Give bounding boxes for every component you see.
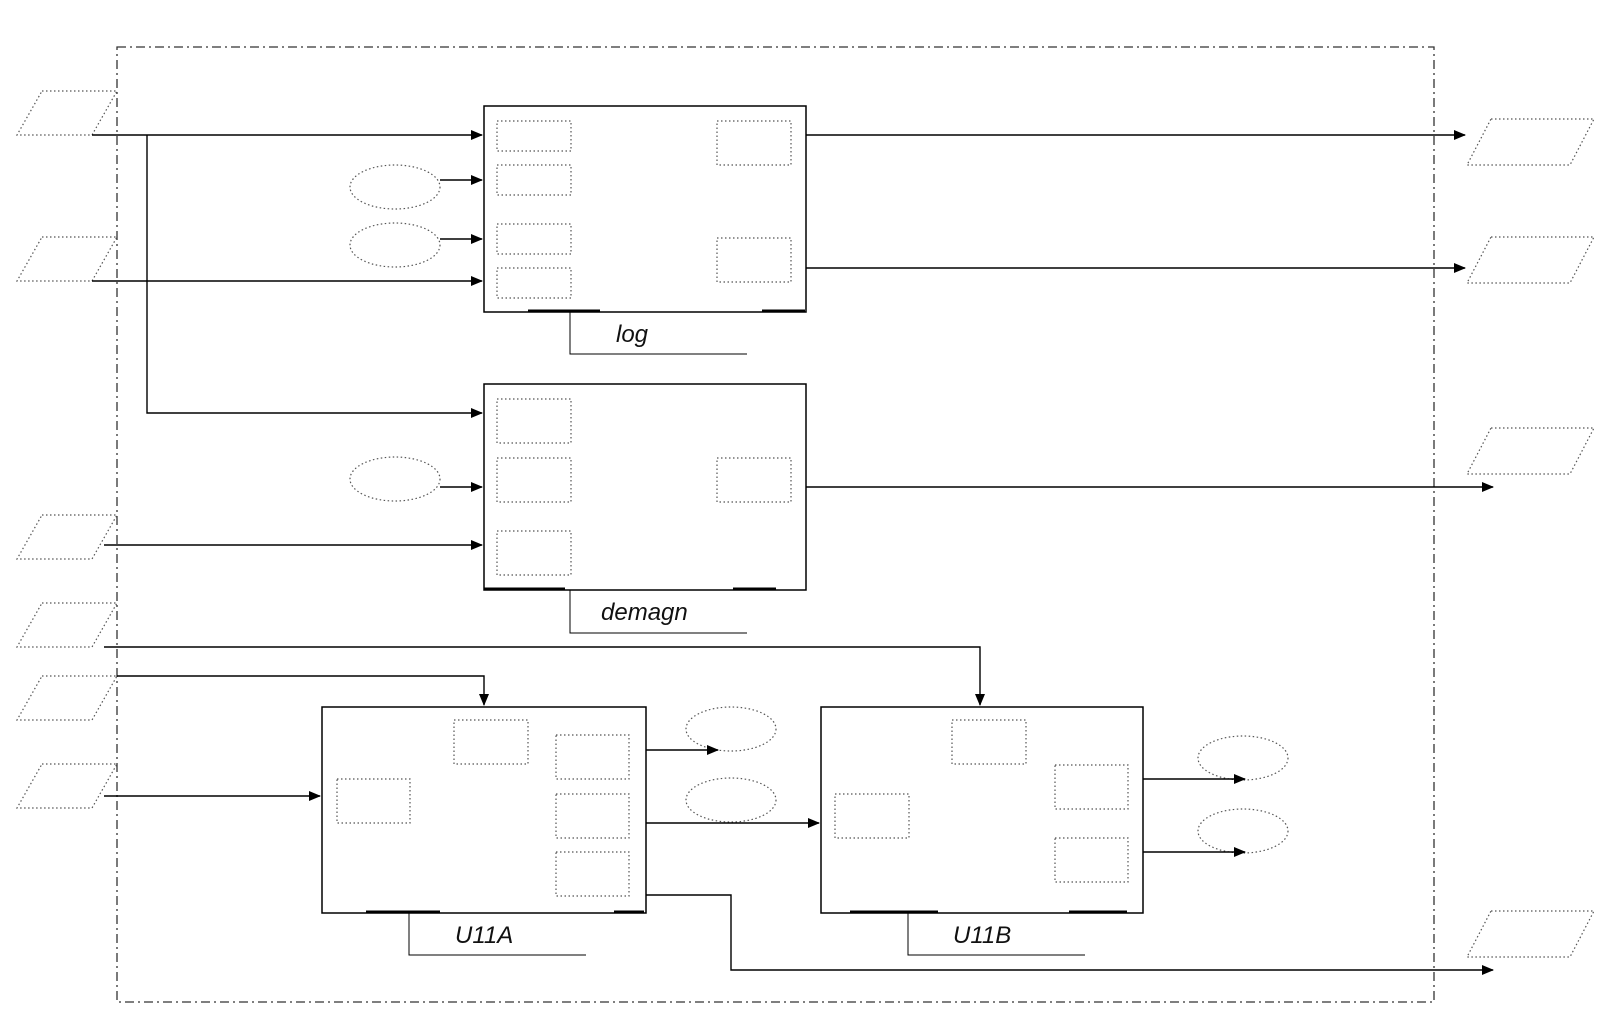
block-u11a-body xyxy=(321,706,647,914)
block-demagn: demagn xyxy=(349,383,807,634)
block-u11b-top-pin xyxy=(951,719,1027,765)
input-port-4 xyxy=(15,602,119,648)
block-log-input-pin-3 xyxy=(496,223,572,255)
block-demagn-input-pin-1 xyxy=(496,398,572,444)
wire-u11a-out xyxy=(646,894,1494,975)
connections xyxy=(92,130,1494,975)
block-u11a-output-pin-3 xyxy=(555,851,630,897)
block-u11a-out-param-2 xyxy=(685,777,777,823)
output-port-1 xyxy=(1466,118,1595,166)
block-log: log xyxy=(349,105,807,355)
block-u11b-output-pin-1 xyxy=(1054,764,1129,810)
block-demagn-param-1 xyxy=(349,456,441,502)
block-u11a-output-pin-1 xyxy=(555,734,630,780)
input-port-1 xyxy=(15,90,119,136)
block-log-output-pin-1 xyxy=(716,120,792,166)
block-demagn-output-pin-1 xyxy=(716,457,792,503)
input-port-2 xyxy=(15,236,119,282)
block-u11b-label: U11B xyxy=(953,922,1011,949)
block-u11b-label-bracket xyxy=(907,913,1085,956)
block-u11a-label: U11A xyxy=(455,922,513,949)
block-log-body xyxy=(483,105,807,313)
input-port-5 xyxy=(15,675,119,721)
block-demagn-input-pin-2 xyxy=(496,457,572,503)
block-u11a-output-pin-2 xyxy=(555,793,630,839)
wire-in4-u11b xyxy=(104,646,985,706)
block-u11b-input-pin xyxy=(834,793,910,839)
block-log-param-2 xyxy=(349,222,441,268)
block-u11b: U11B xyxy=(820,706,1289,956)
input-ports xyxy=(15,90,119,809)
output-port-2 xyxy=(1466,236,1595,284)
output-port-3 xyxy=(1466,427,1595,475)
block-u11a-input-pin xyxy=(336,778,411,824)
system-boundary xyxy=(116,46,1435,1003)
block-u11a-label-bracket xyxy=(408,913,586,956)
block-u11a-top-pin xyxy=(453,719,529,765)
output-port-4 xyxy=(1466,910,1595,958)
block-log-param-1 xyxy=(349,164,441,210)
block-log-input-pin-1 xyxy=(496,120,572,152)
wire-in1-demagn xyxy=(146,135,483,418)
block-u11b-out-param-1 xyxy=(1197,735,1289,781)
output-ports xyxy=(1466,118,1595,958)
block-log-label-bracket xyxy=(569,312,747,355)
block-u11a: U11A xyxy=(321,706,777,956)
block-u11b-body xyxy=(820,706,1144,914)
block-demagn-input-pin-3 xyxy=(496,530,572,576)
block-log-input-pin-4 xyxy=(496,267,572,299)
block-log-output-pin-2 xyxy=(716,237,792,283)
block-log-input-pin-2 xyxy=(496,164,572,196)
wire-in5-u11a xyxy=(117,675,489,706)
block-u11a-out-param-1 xyxy=(685,706,777,752)
input-port-6 xyxy=(15,763,119,809)
block-log-label: log xyxy=(616,321,649,348)
block-demagn-label: demagn xyxy=(601,599,688,626)
input-port-3 xyxy=(15,514,119,560)
block-demagn-body xyxy=(483,383,807,591)
block-demagn-label-bracket xyxy=(569,590,747,634)
block-u11b-output-pin-2 xyxy=(1054,837,1129,883)
block-u11b-out-param-2 xyxy=(1197,808,1289,854)
